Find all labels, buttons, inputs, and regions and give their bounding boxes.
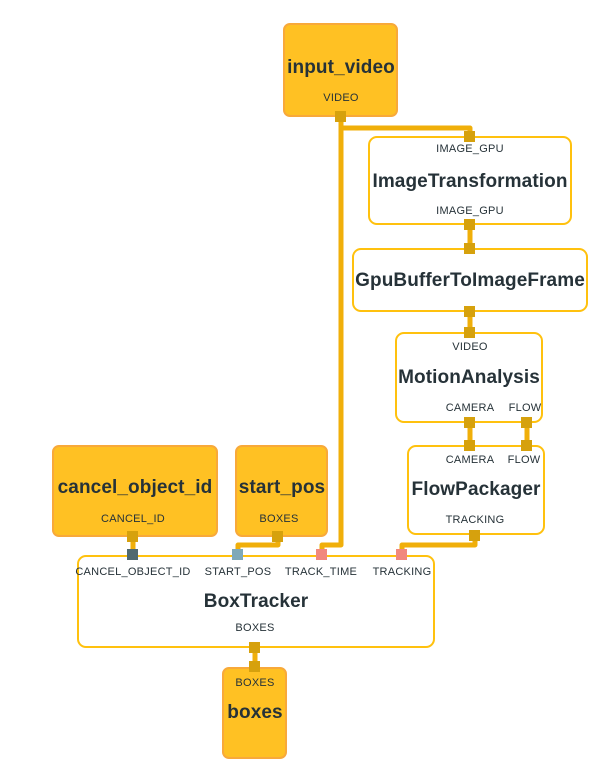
node-title: FlowPackager xyxy=(411,479,541,500)
port-gpu-buffer-in xyxy=(464,243,475,254)
node-title: ImageTransformation xyxy=(372,171,568,192)
input-port-label: FLOW xyxy=(507,454,541,466)
output-port-label: FLOW xyxy=(508,402,542,414)
node-title: BoxTracker xyxy=(203,591,309,612)
edge-input-video-to-image-transformation xyxy=(341,125,473,137)
node-start-pos[interactable]: start_pos BOXES xyxy=(235,445,328,537)
edge-input-video-to-box-tracker xyxy=(319,117,344,553)
port-start-pos-boxes-out xyxy=(272,531,283,542)
node-title: start_pos xyxy=(238,477,326,498)
node-cancel-object-id[interactable]: cancel_object_id CANCEL_ID xyxy=(52,445,218,537)
port-image-transformation-image-gpu-out xyxy=(464,219,475,230)
node-boxes[interactable]: BOXES boxes xyxy=(222,667,287,759)
output-port-label: BOXES xyxy=(259,513,299,525)
port-boxes-in xyxy=(249,661,260,672)
input-port-label: TRACK_TIME xyxy=(284,566,358,578)
node-image-transformation[interactable]: IMAGE_GPU ImageTransformation IMAGE_GPU xyxy=(368,136,572,225)
node-title: MotionAnalysis xyxy=(398,367,540,388)
node-motion-analysis[interactable]: VIDEO MotionAnalysis CAMERA FLOW xyxy=(395,332,543,423)
port-box-tracker-tracking-in xyxy=(396,549,407,560)
port-box-tracker-boxes-out xyxy=(249,642,260,653)
input-port-label: BOXES xyxy=(235,677,275,689)
output-port-label: IMAGE_GPU xyxy=(436,205,504,217)
input-port-label: IMAGE_GPU xyxy=(436,143,504,155)
port-motion-analysis-video-in xyxy=(464,327,475,338)
output-port-label: CANCEL_ID xyxy=(101,513,165,525)
output-port-label: TRACKING xyxy=(445,514,505,526)
port-box-tracker-cancel-object-id-in xyxy=(127,549,138,560)
input-port-label: CAMERA xyxy=(445,454,495,466)
port-flow-packager-flow-in xyxy=(521,440,532,451)
output-port-label: CAMERA xyxy=(445,402,495,414)
output-port-label: BOXES xyxy=(235,622,275,634)
port-flow-packager-camera-in xyxy=(464,440,475,451)
port-motion-analysis-camera-out xyxy=(464,417,475,428)
input-port-label: CANCEL_OBJECT_ID xyxy=(75,566,191,578)
output-port-label: VIDEO xyxy=(323,92,359,104)
port-gpu-buffer-out xyxy=(464,306,475,317)
port-flow-packager-tracking-out xyxy=(469,530,480,541)
port-image-transformation-image-gpu-in xyxy=(464,131,475,142)
node-gpu-buffer-to-image-frame[interactable]: GpuBufferToImageFrame xyxy=(352,248,588,312)
port-box-tracker-start-pos-in xyxy=(232,549,243,560)
node-input-video[interactable]: input_video VIDEO xyxy=(283,23,398,117)
input-port-label: START_POS xyxy=(204,566,272,578)
input-port-label: TRACKING xyxy=(372,566,432,578)
node-title: cancel_object_id xyxy=(57,477,213,498)
port-motion-analysis-flow-out xyxy=(521,417,532,428)
port-box-tracker-track-time-in xyxy=(316,549,327,560)
node-title: GpuBufferToImageFrame xyxy=(355,270,585,291)
edge-flow-packager-to-box-tracker xyxy=(399,535,478,553)
node-title: boxes xyxy=(227,702,283,723)
port-input-video-video-out xyxy=(335,111,346,122)
port-cancel-object-id-out xyxy=(127,531,138,542)
node-title: input_video xyxy=(287,57,395,78)
input-port-label: VIDEO xyxy=(452,341,488,353)
